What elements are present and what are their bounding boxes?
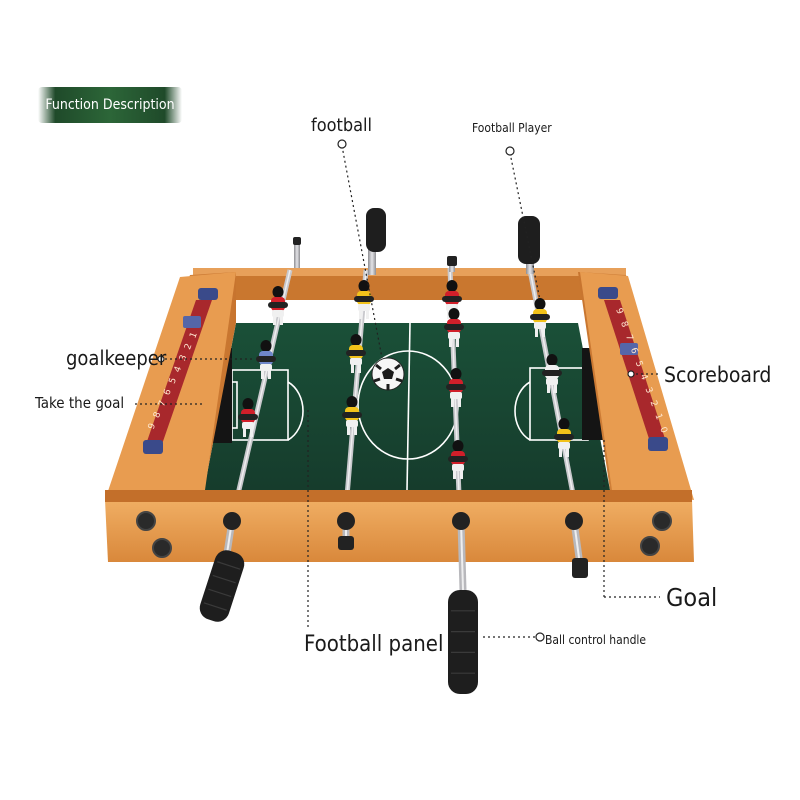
football-player-figure [238, 398, 258, 437]
football-player-label: Football Player [472, 121, 552, 135]
football-player-figure [446, 368, 466, 407]
goalkeeper-label: goalkeeper [66, 346, 167, 370]
left-score-digit: 7 [157, 399, 168, 408]
ball-control-handle-label: Ball control handle [545, 633, 647, 647]
football-player-figure [554, 418, 574, 457]
football-ball [371, 357, 405, 391]
steel-rod-highlight [344, 269, 367, 521]
right-score-digit: 9 [613, 307, 624, 316]
right-score-digit: 0 [657, 426, 668, 435]
ball-control-handles [199, 512, 588, 694]
right-score-digit: 1 [652, 413, 663, 422]
annotation-markers [157, 139, 635, 642]
left-scoreboard-numbers: 1 2 3 4 5 6 7 8 9 [147, 331, 200, 431]
left-score-digit: 9 [147, 422, 158, 431]
football-player-figure [448, 440, 468, 479]
football-player-figure [442, 280, 462, 319]
handle-cap [572, 558, 588, 578]
football-players [238, 280, 574, 479]
left-score-digit: 5 [168, 377, 179, 386]
right-score-digit: 7 [623, 333, 634, 342]
function-description-badge: Function Description [38, 87, 182, 123]
left-score-digit: 4 [173, 365, 184, 374]
football-player-figure [346, 334, 366, 373]
right-score-digit: 5 [633, 360, 644, 369]
handle [448, 512, 478, 694]
annotation-leaders [135, 145, 660, 638]
right-score-digit: 3 [643, 386, 654, 395]
left-score-digit: 1 [188, 331, 199, 340]
handle [199, 512, 245, 622]
goal-label: Goal [666, 583, 718, 612]
table-back-rim [193, 268, 626, 276]
scoreboard-label: Scoreboard [664, 363, 772, 387]
football-panel [204, 323, 610, 490]
left-score-digit: 6 [162, 388, 173, 397]
right-score-digit: 8 [618, 320, 629, 329]
football-player-figure [542, 354, 562, 393]
right-score-digit: 2 [648, 399, 659, 408]
football-panel-label: Football panel [304, 632, 444, 657]
handle-cap [338, 536, 354, 550]
table-front-rim [105, 490, 692, 502]
right-score-digit: 4 [638, 373, 649, 382]
table-front-wall [105, 500, 694, 562]
football-label: football [311, 115, 373, 136]
right-score-digit: 6 [628, 347, 639, 356]
table-back-wall [193, 272, 626, 300]
football-player-figure [268, 286, 288, 325]
left-score-digit: 2 [183, 342, 194, 351]
back-handles [293, 208, 540, 275]
rod-bushings [136, 511, 672, 558]
football-player-figure [342, 396, 362, 435]
football-player-figure [354, 280, 374, 319]
handle [565, 512, 584, 566]
right-scoreboard-numbers: 9 8 7 6 5 4 3 2 1 0 [613, 307, 669, 435]
football-player-figure [256, 340, 276, 379]
take-the-goal-label: Take the goal [35, 394, 125, 412]
left-score-digit: 8 [152, 410, 163, 419]
football-player-figure [444, 308, 464, 347]
football-player-figure [530, 298, 550, 337]
left-scoreboard [143, 288, 218, 454]
left-score-digit: 3 [178, 354, 189, 363]
